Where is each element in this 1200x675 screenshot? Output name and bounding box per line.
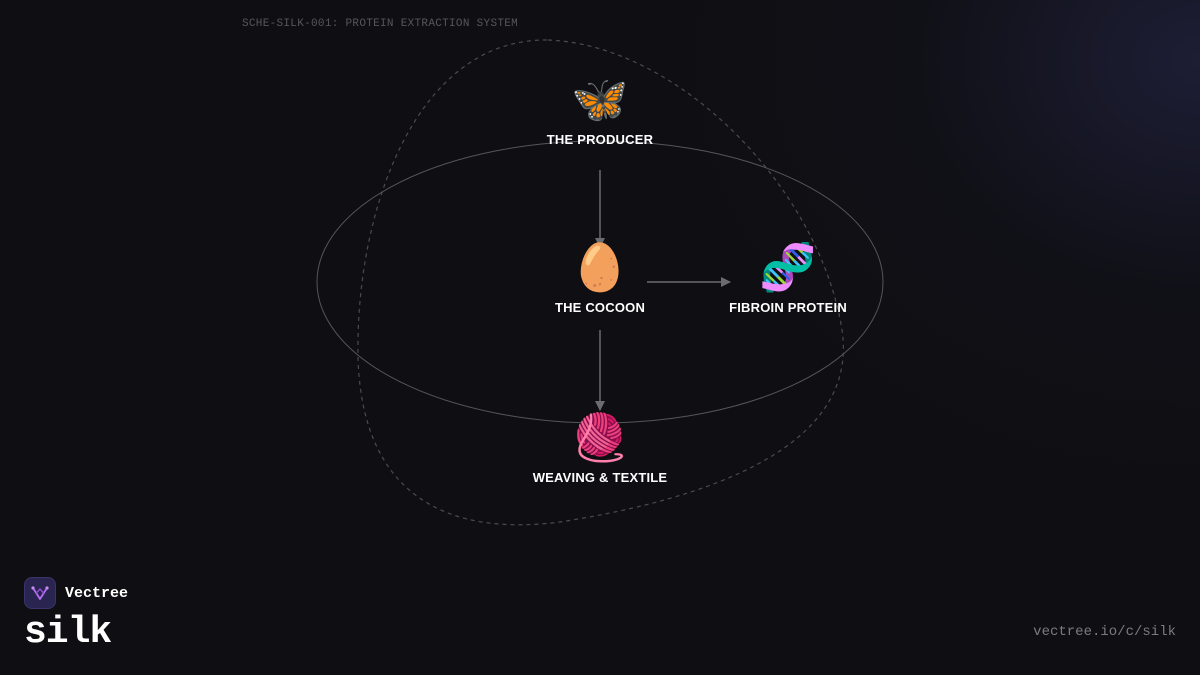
- schematic-id: SCHE-SILK-001: PROTEIN EXTRACTION SYSTEM: [242, 18, 519, 30]
- node-protein-label: FIBROIN PROTEIN: [729, 300, 847, 315]
- footer-url[interactable]: vectree.io/c/silk: [1033, 624, 1176, 640]
- product-name: silk: [24, 611, 112, 654]
- node-textile-label: WEAVING & TEXTILE: [532, 470, 668, 485]
- dashed-boundary: [357, 39, 844, 526]
- butterfly-icon: 🦋: [571, 72, 629, 126]
- node-producer-label: THE PRODUCER: [546, 132, 654, 147]
- egg-icon: 🥚: [571, 240, 629, 294]
- vectree-logo-icon: [24, 577, 56, 609]
- node-cocoon: 🥚 THE COCOON: [500, 240, 700, 315]
- dna-icon: 🧬: [759, 240, 817, 294]
- node-textile: 🧶 WEAVING & TEXTILE: [500, 410, 700, 485]
- node-protein: 🧬 FIBROIN PROTEIN: [688, 240, 888, 315]
- node-producer: 🦋 THE PRODUCER: [500, 72, 700, 147]
- yarn-icon: 🧶: [571, 410, 629, 464]
- company-name: Vectree: [65, 584, 129, 602]
- node-cocoon-label: THE COCOON: [554, 300, 646, 315]
- brand-block: Vectree: [24, 577, 128, 609]
- orbit-ellipse: [316, 140, 884, 424]
